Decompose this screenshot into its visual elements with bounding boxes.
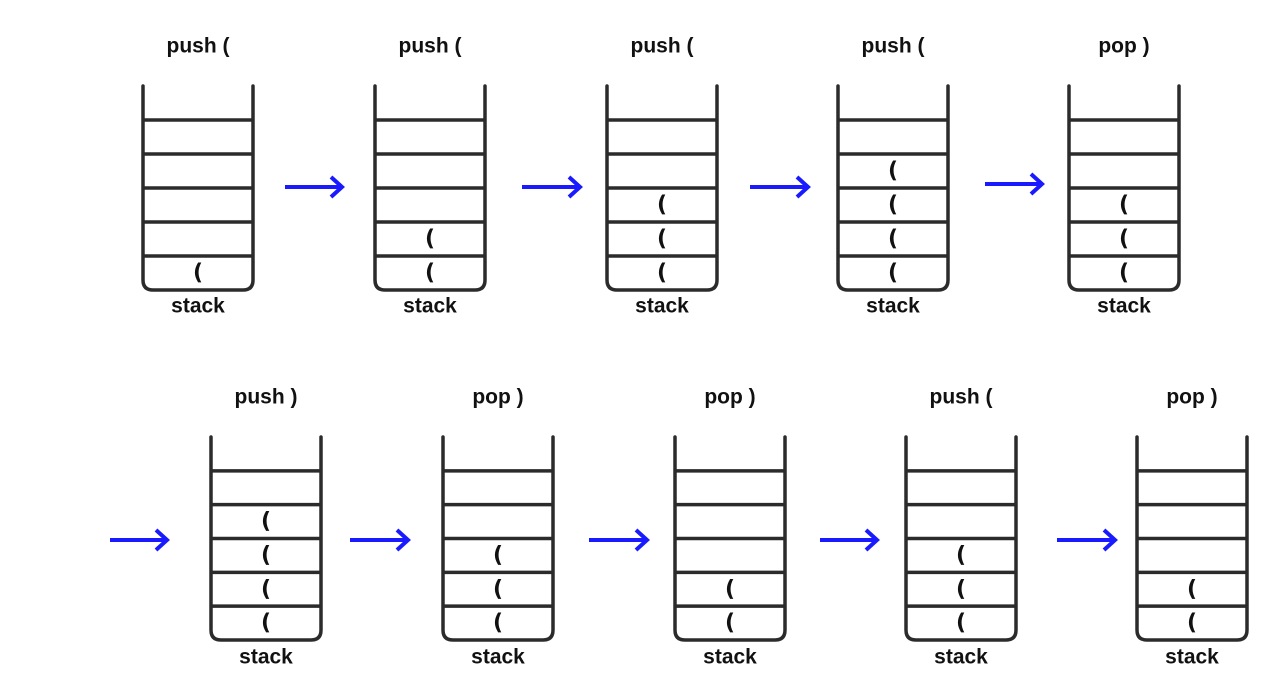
stack-container: [1067, 84, 1181, 292]
stack-item: (: [888, 159, 898, 184]
arrow-head: [795, 175, 811, 199]
arrow-right-icon: [750, 175, 811, 199]
arrow-right-icon: [1057, 528, 1118, 552]
stack-item: (: [725, 611, 735, 636]
stack-label: stack: [1097, 295, 1151, 318]
stack-step: pop ) ( ( stack: [673, 386, 787, 669]
stack-label: stack: [703, 646, 757, 669]
stack-item: (: [657, 261, 667, 286]
stack-container: [441, 435, 555, 642]
arrow-right-icon: [285, 175, 345, 199]
arrow-head: [1029, 172, 1045, 196]
stack-label: stack: [635, 295, 689, 318]
stack-container: [836, 84, 950, 292]
stack-step: push ( ( ( stack: [373, 35, 487, 318]
stack-step: push ( ( stack: [141, 35, 255, 318]
operation-label: push (: [167, 35, 230, 58]
stack-item: (: [725, 577, 735, 602]
arrow-right-icon: [985, 172, 1045, 196]
stack-item: (: [425, 261, 435, 286]
stack-item: (: [193, 261, 203, 286]
stack-item: (: [657, 193, 667, 218]
stack-item: (: [956, 577, 966, 602]
arrow-right-icon: [110, 528, 170, 552]
operation-label: pop ): [1098, 35, 1149, 58]
stack-step: push ( ( ( ( ( stack: [836, 35, 950, 318]
arrow-head: [395, 528, 411, 552]
stack-item: (: [493, 543, 503, 568]
operation-label: push (: [930, 386, 993, 409]
arrow-right-icon: [820, 528, 880, 552]
stack-container: [673, 435, 787, 642]
stack-step: push ( ( ( ( stack: [605, 35, 719, 318]
operation-label: push (: [399, 35, 462, 58]
stack-item: (: [657, 227, 667, 252]
arrow-head: [329, 175, 345, 199]
operation-label: pop ): [1166, 386, 1217, 409]
operation-label: push ): [235, 386, 298, 409]
stack-item: (: [1119, 193, 1129, 218]
stack-step: pop ) ( ( stack: [1135, 386, 1249, 669]
stack-item: (: [493, 577, 503, 602]
stack-label: stack: [1165, 646, 1219, 669]
stack-container: [141, 84, 255, 292]
stack-container: [605, 84, 719, 292]
arrow-right-icon: [589, 528, 650, 552]
stack-item: (: [956, 611, 966, 636]
stack-label: stack: [171, 295, 225, 318]
operation-label: push (: [631, 35, 694, 58]
stack-label: stack: [403, 295, 457, 318]
stack-item: (: [888, 261, 898, 286]
operation-label: pop ): [704, 386, 755, 409]
stack-item: (: [1119, 261, 1129, 286]
stack-label: stack: [239, 646, 293, 669]
stack-item: (: [1187, 577, 1197, 602]
arrow-right-icon: [522, 175, 583, 199]
stack-item: (: [261, 577, 271, 602]
stack-item: (: [425, 227, 435, 252]
stack-container: [373, 84, 487, 292]
stack-label: stack: [934, 646, 988, 669]
arrow-head: [567, 175, 583, 199]
arrow-head: [1102, 528, 1118, 552]
stack-step: push ) ( ( ( ( stack: [209, 386, 323, 669]
stack-item: (: [1187, 611, 1197, 636]
stack-step: pop ) ( ( ( stack: [1067, 35, 1181, 318]
stack-item: (: [261, 543, 271, 568]
stack-step: push ( ( ( ( stack: [904, 386, 1018, 669]
stack-container: [904, 435, 1018, 642]
stack-item: (: [956, 543, 966, 568]
operation-label: pop ): [472, 386, 523, 409]
stack-item: (: [888, 227, 898, 252]
stack-container: [209, 435, 323, 642]
arrow-head: [634, 528, 650, 552]
stack-label: stack: [866, 295, 920, 318]
stack-item: (: [1119, 227, 1129, 252]
stack-item: (: [261, 509, 271, 534]
arrow-right-icon: [350, 528, 411, 552]
operation-label: push (: [862, 35, 925, 58]
arrow-head: [864, 528, 880, 552]
stack-container: [1135, 435, 1249, 642]
stack-item: (: [493, 611, 503, 636]
stack-item: (: [888, 193, 898, 218]
stack-step: pop ) ( ( ( stack: [441, 386, 555, 669]
stack-item: (: [261, 611, 271, 636]
stack-label: stack: [471, 646, 525, 669]
arrow-head: [154, 528, 170, 552]
